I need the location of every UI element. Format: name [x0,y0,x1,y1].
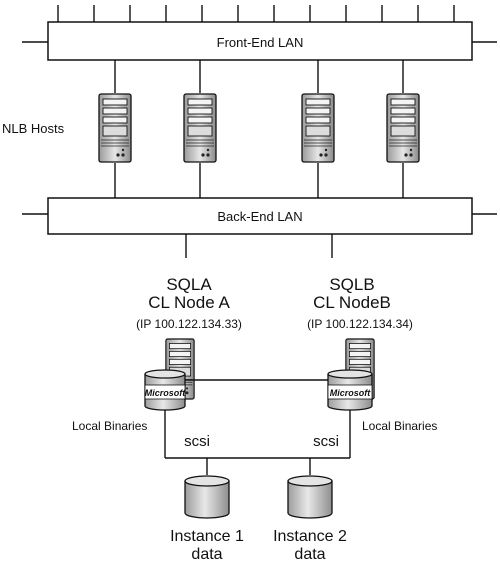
disk-2-label-line2: data [294,546,325,563]
front-lan-label: Front-End LAN [217,35,304,50]
shared-disk-1: Instance 1 data [170,475,244,563]
node-a-binaries-label: Local Binaries [72,419,147,433]
nlb-host-server-icon [183,93,217,163]
node-a-name: SQLA [166,275,212,294]
node-b-name: SQLB [329,275,374,294]
back-lan-bar [47,197,473,235]
node-b-binaries-disk-icon [327,369,373,411]
node-a-logo: Microsoft [145,388,187,398]
node-b-role: CL NodeB [313,293,391,312]
back-end-lan: Back-End LAN [22,197,497,258]
front-end-lan: Front-End LAN [22,5,497,61]
nlb-host-server-icon [98,93,132,163]
node-b-scsi-label: scsi [313,433,339,450]
disk-1-label-line1: Instance 1 [170,528,244,545]
nlb-host-server-icon [301,93,335,163]
disk-1-label-line2: data [191,546,222,563]
shared-disk-2: Instance 2 data [273,475,347,563]
disk-2-label-line1: Instance 2 [273,528,347,545]
cluster-connections [164,379,351,475]
cluster-node-a: SQLA CL Node A (IP 100.122.134.33) Micro… [72,275,242,450]
node-a-role: CL Node A [148,293,230,312]
node-b-binaries-label: Local Binaries [362,419,437,433]
back-lan-label: Back-End LAN [217,209,302,224]
node-b-logo: Microsoft [330,388,372,398]
instance-2-disk-icon [287,475,333,519]
node-a-ip: (IP 100.122.134.33) [136,317,242,331]
cluster-node-b: SQLB CL NodeB (IP 100.122.134.34) Micros… [307,275,437,450]
node-a-binaries-disk-icon [144,369,186,411]
nlb-hosts: NLB Hosts [2,60,420,198]
nlb-host-server-icon [386,93,420,163]
node-a-scsi-label: scsi [184,433,210,450]
front-lan-bar [47,21,473,61]
instance-1-disk-icon [184,475,230,519]
node-b-ip: (IP 100.122.134.34) [307,317,413,331]
nlb-hosts-label: NLB Hosts [2,121,65,136]
